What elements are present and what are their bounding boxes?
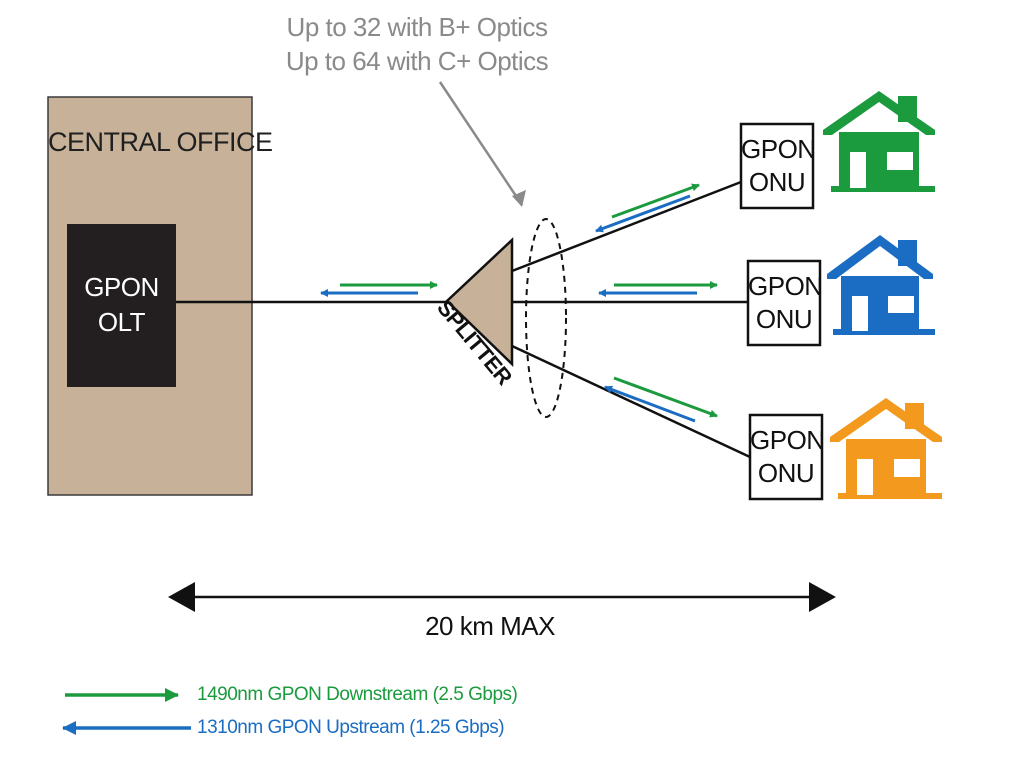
onu-label-line-1: GPON	[741, 134, 816, 164]
olt-label-line-1: GPON	[84, 272, 159, 302]
drop-fiber-3	[511, 344, 751, 459]
onu-label-line-2: ONU	[755, 304, 813, 334]
olt-label-line-2: OLT	[97, 307, 146, 337]
onu-label-line-2: ONU	[757, 458, 815, 488]
onu-label-line-1: GPON	[748, 271, 823, 301]
olt-box	[67, 224, 176, 387]
onu-box	[739, 122, 815, 210]
house-icon	[827, 235, 935, 335]
house-icon	[823, 91, 935, 192]
house-icon	[830, 398, 942, 499]
splitter-triangle	[445, 237, 514, 367]
splitter-output-group	[525, 218, 567, 418]
downstream-arrow	[613, 376, 718, 418]
note-line-2: Up to 64 with C+ Optics	[285, 46, 549, 76]
onu-box	[746, 259, 822, 347]
distance-label: 20 km MAX	[425, 611, 555, 641]
callout-arrow	[438, 81, 524, 206]
downstream-arrow	[611, 183, 700, 219]
onu-box	[748, 413, 824, 501]
distance-arrowhead-left	[168, 582, 195, 612]
onu-label-line-2: ONU	[748, 167, 806, 197]
legend-upstream-label: 1310nm GPON Upstream (1.25 Gbps)	[197, 717, 505, 738]
upstream-arrow	[604, 385, 696, 423]
drop-fiber-1	[511, 180, 742, 273]
note-line-1: Up to 32 with B+ Optics	[286, 12, 548, 42]
distance-arrowhead-right	[809, 582, 836, 612]
central-office-title: CENTRAL OFFICE	[48, 127, 273, 157]
legend-downstream-label: 1490nm GPON Downstream (2.5 Gbps)	[197, 684, 518, 705]
callout-arrowhead	[512, 190, 526, 207]
onu-label-line-1: GPON	[750, 425, 825, 455]
upstream-arrow	[595, 194, 691, 233]
